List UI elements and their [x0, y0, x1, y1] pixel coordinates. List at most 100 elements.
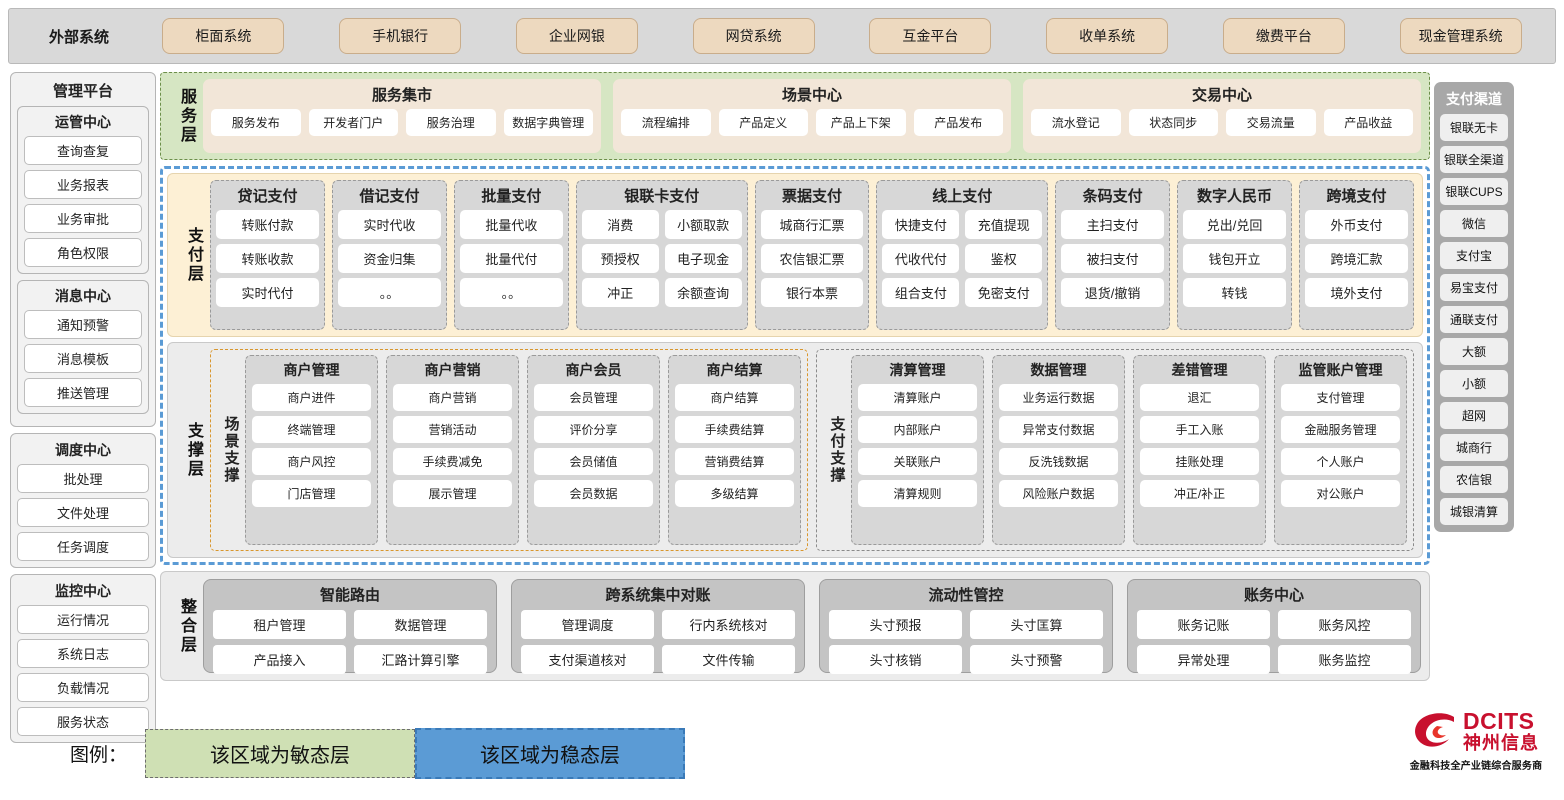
- payment-channel-item-7[interactable]: 大额: [1440, 338, 1508, 365]
- management-item-0-0[interactable]: 查询查复: [24, 136, 142, 165]
- integration-item-2-1-0[interactable]: 头寸核销: [829, 645, 962, 674]
- pay-item-1-1-0[interactable]: 资金归集: [337, 244, 441, 273]
- support-item-1-0-3[interactable]: 清算规则: [858, 480, 977, 507]
- support-item-1-1-2[interactable]: 反洗钱数据: [999, 448, 1118, 475]
- external-system-item-5[interactable]: 收单系统: [1046, 18, 1169, 54]
- pay-item-0-1-0[interactable]: 转账收款: [216, 244, 319, 273]
- support-item-1-2-0[interactable]: 退汇: [1140, 384, 1259, 411]
- support-item-1-0-2[interactable]: 关联账户: [858, 448, 977, 475]
- pay-item-2-0-0[interactable]: 批量代收: [459, 210, 563, 239]
- support-item-0-0-1[interactable]: 终端管理: [252, 416, 371, 443]
- support-item-1-2-3[interactable]: 冲正/补正: [1140, 480, 1259, 507]
- management-standalone-item-1-2[interactable]: 负载情况: [17, 673, 149, 702]
- pay-item-7-1-0[interactable]: 钱包开立: [1183, 244, 1287, 273]
- pay-item-5-1-1[interactable]: 鉴权: [965, 244, 1043, 273]
- service-item-2-2[interactable]: 交易流量: [1226, 109, 1316, 136]
- pay-item-5-0-0[interactable]: 快捷支付: [882, 210, 960, 239]
- external-system-item-4[interactable]: 互金平台: [869, 18, 992, 54]
- pay-item-4-1-0[interactable]: 农信银汇票: [760, 244, 864, 273]
- pay-item-1-2-0[interactable]: 。。: [337, 278, 441, 307]
- payment-channel-item-1[interactable]: 银联全渠道: [1440, 146, 1508, 173]
- payment-channel-item-6[interactable]: 通联支付: [1440, 306, 1508, 333]
- management-item-1-2[interactable]: 推送管理: [24, 378, 142, 407]
- payment-channel-item-3[interactable]: 微信: [1440, 210, 1508, 237]
- support-item-0-1-2[interactable]: 手续费减免: [393, 448, 512, 475]
- service-item-0-3[interactable]: 数据字典管理: [503, 109, 593, 136]
- management-standalone-item-1-0[interactable]: 运行情况: [17, 605, 149, 634]
- payment-channel-item-9[interactable]: 超网: [1440, 402, 1508, 429]
- service-item-1-3[interactable]: 产品发布: [913, 109, 1003, 136]
- management-standalone-item-0-1[interactable]: 文件处理: [17, 498, 149, 527]
- payment-channel-item-8[interactable]: 小额: [1440, 370, 1508, 397]
- pay-item-0-2-0[interactable]: 实时代付: [216, 278, 319, 307]
- pay-item-8-1-0[interactable]: 跨境汇款: [1305, 244, 1408, 273]
- pay-item-7-0-0[interactable]: 兑出/兑回: [1183, 210, 1287, 239]
- pay-item-2-1-0[interactable]: 批量代付: [459, 244, 563, 273]
- pay-item-5-2-0[interactable]: 组合支付: [882, 278, 960, 307]
- support-item-1-1-1[interactable]: 异常支付数据: [999, 416, 1118, 443]
- integration-item-3-0-1[interactable]: 账务风控: [1278, 610, 1411, 639]
- support-item-0-2-1[interactable]: 评价分享: [534, 416, 653, 443]
- support-item-0-1-0[interactable]: 商户营销: [393, 384, 512, 411]
- external-system-item-0[interactable]: 柜面系统: [162, 18, 285, 54]
- support-item-0-1-1[interactable]: 营销活动: [393, 416, 512, 443]
- service-item-2-0[interactable]: 流水登记: [1031, 109, 1121, 136]
- management-standalone-item-1-3[interactable]: 服务状态: [17, 707, 149, 736]
- external-system-item-7[interactable]: 现金管理系统: [1399, 18, 1522, 54]
- integration-item-3-1-0[interactable]: 异常处理: [1137, 645, 1270, 674]
- pay-item-3-2-0[interactable]: 冲正: [581, 278, 659, 307]
- service-item-1-0[interactable]: 流程编排: [621, 109, 711, 136]
- support-item-0-0-2[interactable]: 商户风控: [252, 448, 371, 475]
- management-standalone-item-1-1[interactable]: 系统日志: [17, 639, 149, 668]
- pay-item-3-0-0[interactable]: 消费: [581, 210, 659, 239]
- integration-item-1-1-0[interactable]: 支付渠道核对: [521, 645, 654, 674]
- support-item-1-3-0[interactable]: 支付管理: [1281, 384, 1400, 411]
- pay-item-0-0-0[interactable]: 转账付款: [216, 210, 319, 239]
- pay-item-6-1-0[interactable]: 被扫支付: [1061, 244, 1165, 273]
- service-item-0-0[interactable]: 服务发布: [211, 109, 301, 136]
- service-item-0-2[interactable]: 服务治理: [406, 109, 496, 136]
- integration-item-0-1-1[interactable]: 汇路计算引擎: [354, 645, 487, 674]
- payment-channel-item-0[interactable]: 银联无卡: [1440, 114, 1508, 141]
- support-item-0-0-3[interactable]: 门店管理: [252, 480, 371, 507]
- integration-item-2-0-1[interactable]: 头寸匡算: [970, 610, 1103, 639]
- integration-item-2-1-1[interactable]: 头寸预警: [970, 645, 1103, 674]
- pay-item-5-2-1[interactable]: 免密支付: [965, 278, 1043, 307]
- management-item-0-3[interactable]: 角色权限: [24, 238, 142, 267]
- support-item-0-2-0[interactable]: 会员管理: [534, 384, 653, 411]
- payment-channel-item-2[interactable]: 银联CUPS: [1440, 178, 1508, 205]
- service-item-2-1[interactable]: 状态同步: [1128, 109, 1218, 136]
- pay-item-3-1-0[interactable]: 预授权: [581, 244, 659, 273]
- pay-item-3-0-1[interactable]: 小额取款: [664, 210, 742, 239]
- management-item-0-2[interactable]: 业务审批: [24, 204, 142, 233]
- support-item-0-3-1[interactable]: 手续费结算: [675, 416, 794, 443]
- external-system-item-3[interactable]: 网贷系统: [692, 18, 815, 54]
- support-item-0-1-3[interactable]: 展示管理: [393, 480, 512, 507]
- integration-item-3-0-0[interactable]: 账务记账: [1137, 610, 1270, 639]
- pay-item-1-0-0[interactable]: 实时代收: [337, 210, 441, 239]
- support-item-1-1-0[interactable]: 业务运行数据: [999, 384, 1118, 411]
- support-item-1-3-2[interactable]: 个人账户: [1281, 448, 1400, 475]
- pay-item-6-2-0[interactable]: 退货/撤销: [1061, 278, 1165, 307]
- support-item-1-1-3[interactable]: 风险账户数据: [999, 480, 1118, 507]
- management-item-0-1[interactable]: 业务报表: [24, 170, 142, 199]
- support-item-0-0-0[interactable]: 商户进件: [252, 384, 371, 411]
- support-item-0-2-2[interactable]: 会员储值: [534, 448, 653, 475]
- integration-item-0-0-1[interactable]: 数据管理: [354, 610, 487, 639]
- external-system-item-2[interactable]: 企业网银: [515, 18, 638, 54]
- support-item-0-3-0[interactable]: 商户结算: [675, 384, 794, 411]
- pay-item-3-1-1[interactable]: 电子现金: [664, 244, 742, 273]
- management-standalone-item-0-2[interactable]: 任务调度: [17, 532, 149, 561]
- support-item-0-3-3[interactable]: 多级结算: [675, 480, 794, 507]
- support-item-1-0-0[interactable]: 清算账户: [858, 384, 977, 411]
- pay-item-2-2-0[interactable]: 。。: [459, 278, 563, 307]
- support-item-1-2-1[interactable]: 手工入账: [1140, 416, 1259, 443]
- external-system-item-1[interactable]: 手机银行: [339, 18, 462, 54]
- support-item-0-3-2[interactable]: 营销费结算: [675, 448, 794, 475]
- support-item-1-3-1[interactable]: 金融服务管理: [1281, 416, 1400, 443]
- pay-item-5-0-1[interactable]: 充值提现: [965, 210, 1043, 239]
- external-system-item-6[interactable]: 缴费平台: [1222, 18, 1345, 54]
- management-item-1-0[interactable]: 通知预警: [24, 310, 142, 339]
- payment-channel-item-4[interactable]: 支付宝: [1440, 242, 1508, 269]
- integration-item-1-1-1[interactable]: 文件传输: [662, 645, 795, 674]
